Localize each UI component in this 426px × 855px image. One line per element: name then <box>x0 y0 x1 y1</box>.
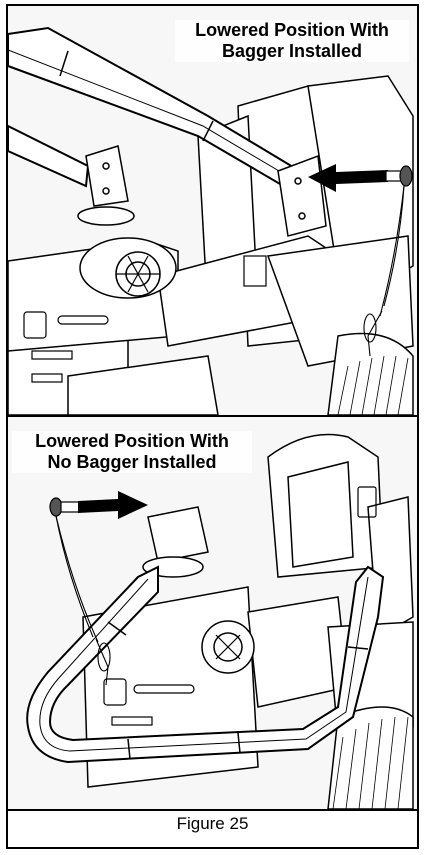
panel-title-line2: No Bagger Installed <box>47 452 217 472</box>
illustration-bagger-installed <box>8 26 414 415</box>
panel-title-line1: Lowered Position With <box>35 431 229 451</box>
u-shaped-tube <box>26 565 385 764</box>
panel-title-line2: Bagger Installed <box>221 41 363 61</box>
illustration-no-bagger-installed <box>26 433 414 809</box>
panel-bagger-installed: Lowered Position With Bagger Installed <box>8 6 417 417</box>
panel-title-bagger-installed: Lowered Position With Bagger Installed <box>175 20 409 62</box>
figure-label: Figure 25 <box>176 814 249 833</box>
panel-title-line1: Lowered Position With <box>195 20 389 40</box>
panel-title-no-bagger-installed: Lowered Position With No Bagger Installe… <box>12 431 252 473</box>
direction-arrow-right <box>49 491 148 519</box>
hairpin-lanyard <box>363 185 405 357</box>
figure-frame: Lowered Position With Bagger Installed <box>6 4 419 849</box>
panel-no-bagger-installed: Lowered Position With No Bagger Installe… <box>8 417 417 811</box>
hairpin-lanyard <box>55 515 111 686</box>
direction-arrow-left <box>308 164 413 192</box>
